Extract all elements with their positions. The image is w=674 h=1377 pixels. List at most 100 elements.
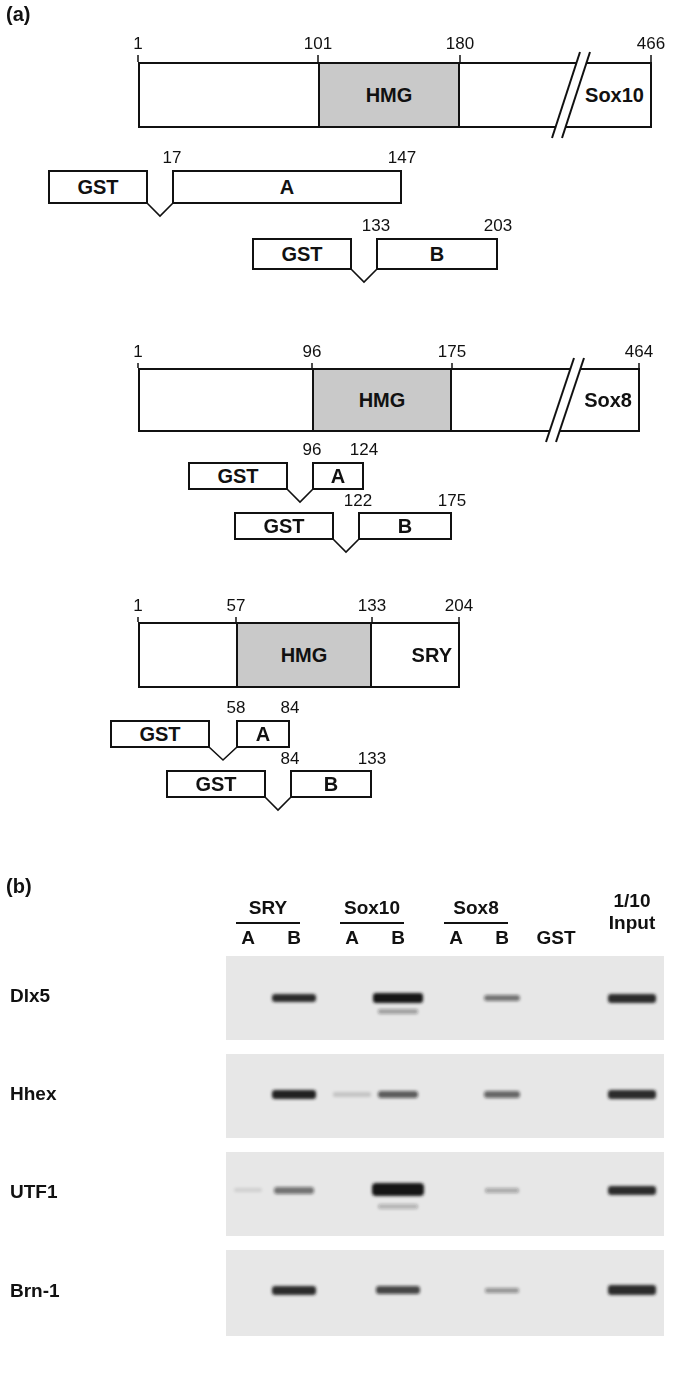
band (484, 1091, 520, 1098)
lane-header: GST (536, 928, 575, 948)
tick-marks (138, 55, 651, 622)
fragment-box: B (358, 512, 452, 540)
band (608, 1285, 656, 1295)
tick (650, 55, 652, 62)
residue-number: 180 (446, 34, 474, 54)
box-label: A (256, 723, 270, 746)
tick (459, 55, 461, 62)
blot-panel (226, 956, 664, 1040)
protein-bar: Sox8 HMG (138, 368, 640, 432)
band (372, 1183, 424, 1196)
band (484, 995, 520, 1001)
blot-panel (226, 1054, 664, 1138)
protein-bar: Sox10 HMG (138, 62, 652, 128)
box-label: B (430, 243, 444, 266)
panel-letter: (a) (6, 4, 30, 24)
row-label: Dlx5 (10, 986, 50, 1006)
residue-number: 1 (133, 34, 142, 54)
break-gap (546, 358, 584, 442)
gst-tag: GST (110, 720, 210, 748)
lane-group-header: Sox10 (344, 898, 400, 918)
linker-connector (287, 489, 313, 502)
band (376, 1286, 420, 1294)
underline (236, 922, 300, 924)
residue-number: 133 (362, 216, 390, 236)
residue-number: 1 (133, 596, 142, 616)
blot-panel (226, 1152, 664, 1236)
tick (317, 55, 319, 62)
linker-connector (333, 539, 359, 552)
panel-letter: (b) (6, 876, 32, 896)
gst-tag: GST (252, 238, 352, 270)
box-label: A (280, 176, 294, 199)
lane-header: B (287, 928, 301, 948)
lane-group-header: Sox8 (453, 898, 498, 918)
input-header: 1/10 Input (601, 890, 663, 934)
residue-number: 464 (625, 342, 653, 362)
band (274, 1187, 314, 1194)
band (378, 1091, 418, 1098)
underline (444, 922, 508, 924)
band (378, 1009, 418, 1014)
hmg-domain: HMG (318, 64, 460, 126)
box-label: HMG (281, 644, 328, 667)
tick (137, 55, 139, 62)
residue-number: 17 (163, 148, 182, 168)
residue-number: 133 (358, 749, 386, 769)
linker-connector (147, 203, 173, 216)
lane-header: B (495, 928, 509, 948)
band (485, 1288, 519, 1293)
band (608, 1090, 656, 1099)
gst-tag: GST (166, 770, 266, 798)
residue-number: 124 (350, 440, 378, 460)
residue-number: 84 (281, 749, 300, 769)
residue-number: 147 (388, 148, 416, 168)
box-label: A (331, 465, 345, 488)
band (373, 993, 423, 1003)
row-label: Brn-1 (10, 1281, 60, 1301)
fragment-box: A (312, 462, 364, 490)
lane-group-underlines (236, 922, 508, 924)
residue-number: 96 (303, 342, 322, 362)
residue-number: 122 (344, 491, 372, 511)
box-label: GST (281, 243, 322, 266)
band (608, 1186, 656, 1195)
box-label: GST (195, 773, 236, 796)
residue-number: 204 (445, 596, 473, 616)
blot-panels (226, 956, 664, 1336)
box-label: B (324, 773, 338, 796)
break-line (556, 358, 584, 442)
box-label: GST (263, 515, 304, 538)
lane-header: B (391, 928, 405, 948)
band (485, 1188, 519, 1193)
box-label: B (398, 515, 412, 538)
box-label: GST (139, 723, 180, 746)
band (378, 1204, 418, 1209)
band (272, 1090, 316, 1099)
residue-number: 133 (358, 596, 386, 616)
box-label: HMG (366, 84, 413, 107)
row-label: Hhex (10, 1084, 56, 1104)
hmg-domain: HMG (312, 370, 452, 430)
box-label: GST (77, 176, 118, 199)
band (272, 994, 316, 1002)
lane-header: A (241, 928, 255, 948)
row-label: UTF1 (10, 1182, 58, 1202)
protein-name: SRY (412, 644, 452, 667)
gst-tag: GST (234, 512, 334, 540)
lane-group-header: SRY (249, 898, 287, 918)
residue-number: 466 (637, 34, 665, 54)
lane-header: A (345, 928, 359, 948)
protein-name: Sox10 (585, 84, 644, 107)
gst-tag: GST (48, 170, 148, 204)
fragment-box: B (376, 238, 498, 270)
residue-number: 101 (304, 34, 332, 54)
fragment-box: A (236, 720, 290, 748)
residue-number: 175 (438, 342, 466, 362)
residue-number: 203 (484, 216, 512, 236)
band (333, 1092, 371, 1097)
linker-connector (209, 747, 237, 760)
band (608, 994, 656, 1003)
protein-name: Sox8 (584, 389, 632, 412)
